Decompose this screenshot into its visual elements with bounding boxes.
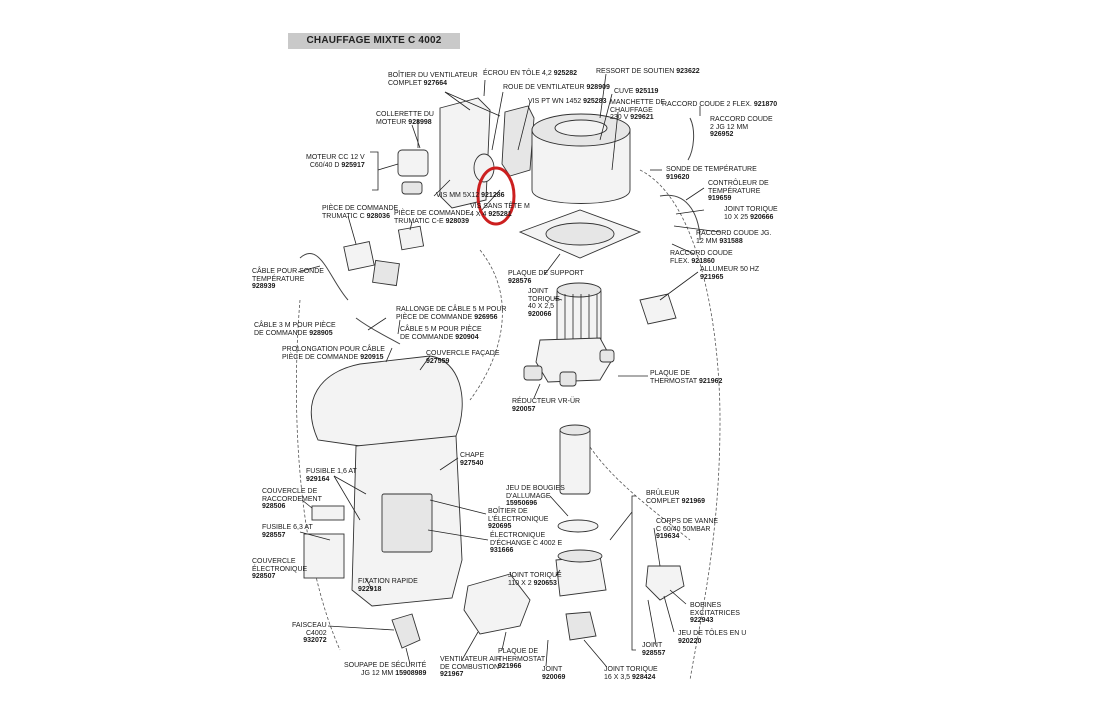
electronic-cover-part (303, 533, 345, 579)
label-headless-screw: VIS SANS TÊTE M 4 X 4 925281 (470, 203, 530, 218)
label-heating-sleeve: MANCHETTE DE CHAUFFAGE 230 V 929621 (610, 99, 666, 122)
motor-part (397, 124, 429, 195)
burner-part (555, 519, 607, 597)
label-elbow-2-flex: RACCORD COUDE 2 FLEX. 921870 (662, 101, 778, 108)
label-cable-5m: CÂBLE 5 M POUR PIÈCE DE COMMANDE 920904 (400, 326, 482, 341)
label-seal: JOINT 928557 (642, 642, 666, 657)
label-sensor-cable: CÂBLE POUR SONDE TEMPÉRATURE 928939 (252, 268, 324, 291)
manifold-part (523, 337, 615, 387)
control-unit-c-part (343, 241, 375, 271)
label-electronics-cover: COUVERCLE ÉLECTRONIQUE 928507 (252, 558, 308, 581)
label-o-ring-10x25: JOINT TORIQUE 10 X 25 920666 (724, 206, 778, 221)
label-safety-valve: SOUPAPE DE SÉCURITÉ JG 12 MM 15908989 (344, 662, 427, 677)
label-temp-sensor: SONDE DE TEMPÉRATURE 919620 (666, 166, 757, 181)
fan-housing-part (439, 97, 535, 209)
label-reducer: RÉDUCTEUR VR-ÜR 920057 (512, 398, 581, 413)
label-fan-wheel: ROUE DE VENTILATEUR 928909 (503, 84, 610, 91)
label-o-ring-16: JOINT TORIQUE 16 X 3,5 928424 (604, 666, 658, 681)
control-cable-wire (355, 317, 401, 345)
label-elbow-jg-12: RACCORD COUDE JG. 12 MM 931588 (696, 230, 772, 245)
label-o-ring-110: JOINT TORIQUE 110 X 2 920653 (508, 572, 562, 587)
label-valve-body: CORPS DE VANNE C 60/40 50MBAR 919634 (656, 518, 719, 541)
temp-sensor-wire (659, 194, 701, 241)
leader-lines (297, 73, 721, 667)
support-plate-part (518, 209, 642, 259)
connection-cover-part (311, 505, 345, 521)
label-combustion-fan: VENTILATEUR AIR DE COMBUSTION 921967 (440, 656, 501, 679)
label-connection-cover: COUVERCLE DE RACCORDEMENT 928506 (262, 488, 322, 511)
label-quick-fastener: FIXATION RAPIDE 922918 (358, 578, 418, 593)
label-ignitor: ALLUMEUR 50 HZ 921965 (700, 266, 760, 281)
flex-hose-wire (687, 117, 695, 161)
label-u-sheets: JEU DE TÔLES EN U 920220 (678, 630, 747, 645)
control-unit-ce-part (397, 225, 425, 251)
label-elbow-flex: RACCORD COUDE FLEX. 921860 (670, 250, 733, 265)
sensor-cable-wire (299, 253, 349, 301)
label-screw-mm: VIS MM 5X12 921286 (436, 192, 505, 199)
label-fan-housing: BOÎTIER DU VENTILATEUR COMPLET 927664 (388, 72, 478, 87)
label-support-plate: PLAQUE DE SUPPORT 928576 (508, 270, 584, 285)
housing-part (351, 435, 463, 607)
highlight-circle (476, 166, 516, 226)
label-cable-extension: RALLONGE DE CÂBLE 5 M POUR PIÈCE DE COMM… (396, 306, 507, 321)
label-front-cover: COUVERCLE FAÇADE 927559 (426, 350, 500, 365)
label-thermostat-plate-top: PLAQUE DE THERMOSTAT 921962 (650, 370, 723, 385)
label-housing: CHAPE 927540 (460, 452, 485, 467)
valve-part (391, 565, 685, 649)
label-fuse-63: FUSIBLE 6,3 AT 928557 (262, 524, 313, 539)
label-dc-motor: MOTEUR CC 12 V C60/40 D 925917 (306, 154, 365, 169)
label-elbow-2-jg: RACCORD COUDE 2 JG 12 MM 926952 (710, 116, 773, 139)
label-exciter-coils: BOBINES EXCITATRICES 922943 (690, 602, 740, 625)
label-burner: BRÛLEUR COMPLET 921969 (646, 490, 706, 505)
front-cover-part (310, 355, 463, 449)
label-motor-collar: COLLERETTE DU MOTEUR 928998 (376, 111, 434, 126)
label-wiring-harness: FAISCEAU C4002 932072 (292, 622, 327, 645)
label-screw-pt-wn: VIS PT WN 1452 925283 (528, 98, 607, 105)
label-sheet-nut: ÉCROU EN TÔLE 4,2 925282 (483, 70, 578, 77)
label-tank: CUVE 925119 (614, 88, 659, 95)
flue-tube-part (559, 424, 591, 495)
label-exchange-electronics: ÉLECTRONIQUE D'ÉCHANGE C 4002 E 931666 (490, 532, 563, 555)
diagram-title: CHAUFFAGE MIXTE C 4002 (306, 35, 442, 46)
label-control-unit-ce: PIÈCE DE COMMANDE TRUMATIC C-E 928039 (394, 210, 471, 225)
label-thermostat-plate-bottom: PLAQUE DE THERMOSTAT 921966 (498, 648, 546, 671)
label-electronics-housing: BOÎTIER DE L'ÉLECTRONIQUE 920695 (488, 508, 549, 531)
label-control-unit-c: PIÈCE DE COMMANDE TRUMATIC C 928036 (322, 205, 399, 220)
label-temp-controller: CONTRÔLEUR DE TEMPÉRATURE 919659 (708, 180, 769, 203)
label-cable-prolongation: PROLONGATION POUR CÂBLE PIÈCE DE COMMAND… (282, 346, 385, 361)
label-spark-plugs: JEU DE BOUGIES D'ALLUMAGE 15950696 (506, 485, 565, 508)
label-support-spring: RESSORT DE SOUTIEN 923622 (596, 68, 700, 75)
label-o-ring-40x25: JOINT TORIQUE 40 X 2,5 920066 (528, 288, 560, 318)
control-frame-part (372, 259, 400, 287)
label-seal-bottom: JOINT 920069 (542, 666, 566, 681)
label-fuse-16: FUSIBLE 1,6 AT 929164 (306, 468, 357, 483)
title-bar: CHAUFFAGE MIXTE C 4002 (288, 33, 460, 49)
label-cable-3m: CÂBLE 3 M POUR PIÈCE DE COMMANDE 928905 (254, 322, 336, 337)
combustion-fan-part (463, 573, 531, 635)
tubing-outline (296, 169, 721, 681)
ignitor-part (639, 293, 677, 325)
tank-part (531, 113, 631, 204)
